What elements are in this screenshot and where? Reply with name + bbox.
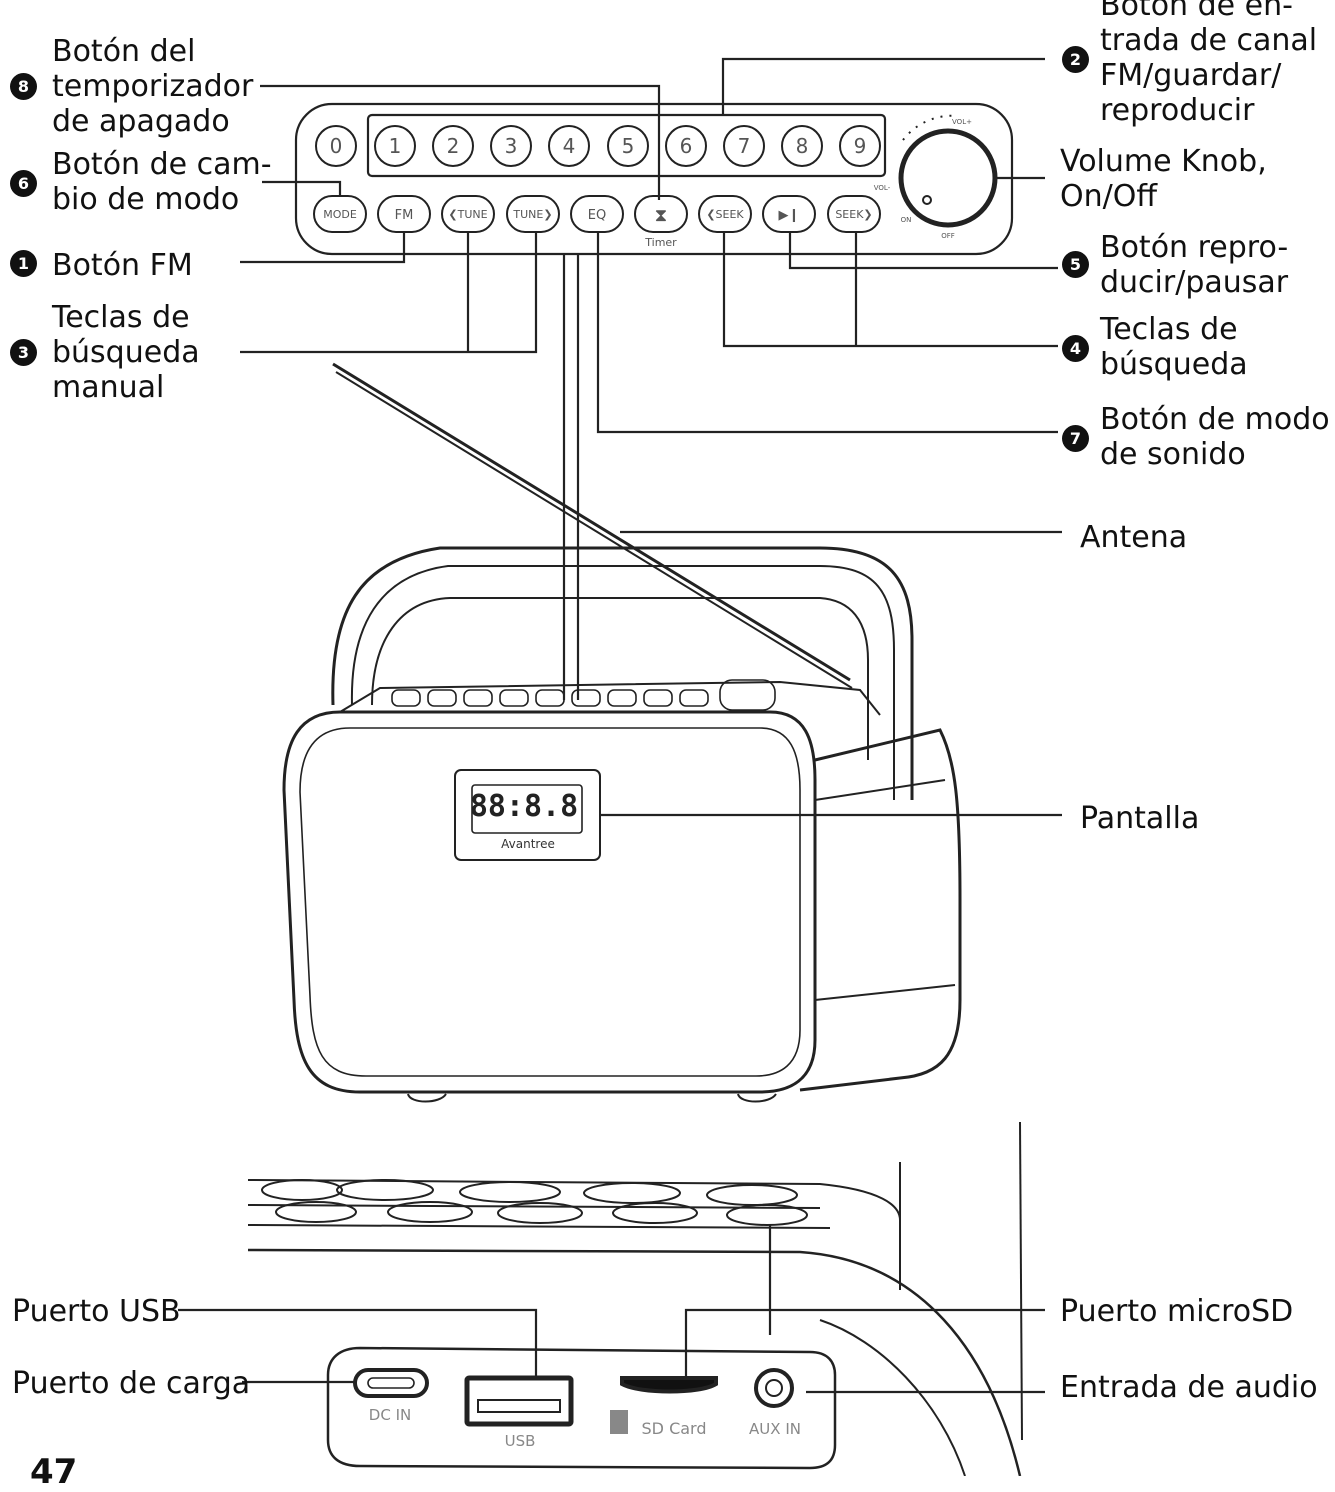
port-panel: [326, 1346, 837, 1470]
aux-port: [754, 1368, 794, 1408]
label-manual-search: Teclas de búsqueda manual: [52, 300, 200, 405]
btn-label-play: ▶❙: [779, 208, 800, 223]
on-label: ON: [901, 216, 912, 224]
label-fm-button: Botón FM: [52, 248, 193, 283]
btn-label-eq: EQ: [588, 208, 606, 223]
callout-badge-7: 7: [1062, 425, 1089, 452]
label-usb-port: Puerto USB: [12, 1294, 181, 1329]
label-audio-input: Entrada de audio: [1060, 1370, 1318, 1405]
digit-label: 2: [447, 134, 460, 158]
digit-label: 1: [389, 134, 402, 158]
callout-badge-5: 5: [1062, 251, 1089, 278]
label-channel-input: Botón de en- trada de canal FM/guardar/ …: [1100, 0, 1318, 128]
base-keys: [261, 1179, 808, 1226]
leader-digits: [721, 57, 1045, 115]
digit-label: 0: [330, 134, 343, 158]
leader-fm: [240, 232, 406, 264]
btn-label-tune-down: ❮TUNE: [448, 208, 487, 221]
btn-label-seek-up: SEEK❯: [835, 208, 872, 221]
usb-port: [464, 1375, 574, 1427]
btn-label-fm: FM: [395, 208, 414, 223]
label-timer-button: Botón del temporizador de apagado: [52, 34, 254, 139]
radio-side: [799, 728, 962, 1092]
label-volume-knob: Volume Knob, On/Off: [1060, 144, 1267, 214]
page-number: 47: [30, 1452, 78, 1492]
callout-badge-3: 3: [10, 339, 37, 366]
display-digits: 88:8.8: [470, 789, 578, 824]
callout-badge-6: 6: [10, 170, 37, 197]
callout-badge-1: 1: [10, 250, 37, 277]
sd-card-icon: [610, 1410, 628, 1434]
btn-label-seek-down: ❮SEEK: [706, 208, 744, 221]
callout-badge-4: 4: [1062, 335, 1089, 362]
usb-label: USB: [505, 1432, 536, 1450]
leader-usb: [178, 1308, 538, 1378]
btn-label-mode: MODE: [323, 208, 357, 221]
leader-seek: [722, 232, 1058, 348]
btn-label-timer-icon: ⧗: [655, 205, 668, 226]
vol-minus-label: VOL-: [874, 184, 891, 192]
off-label: OFF: [941, 232, 955, 240]
leader-tune: [240, 232, 538, 354]
leader-timer: [260, 84, 661, 200]
brand-label: Avantree: [501, 837, 555, 851]
base-top-line: [247, 1179, 901, 1221]
leader-play: [788, 232, 1058, 270]
digit-label: 8: [796, 134, 809, 158]
digit-label: 6: [680, 134, 693, 158]
radio-handle: [331, 546, 914, 800]
label-mode-button: Botón de cam- bio de modo: [52, 147, 272, 217]
label-play-pause: Botón repro- ducir/pausar: [1100, 230, 1289, 300]
dc-in-port: [353, 1368, 429, 1398]
sd-card-label: SD Card: [642, 1419, 707, 1438]
label-antenna: Antena: [1080, 520, 1188, 555]
callout-badge-2: 2: [1062, 46, 1089, 73]
vol-plus-label: VOL+: [952, 118, 972, 126]
leader-eq: [596, 232, 1058, 434]
radio-top: [339, 680, 881, 716]
btn-label-tune-up: TUNE❯: [512, 208, 552, 221]
digit-label: 3: [505, 134, 518, 158]
function-buttons: [313, 195, 881, 233]
digit-buttons: [315, 125, 881, 167]
digit-label: 9: [854, 134, 867, 158]
sd-slot: [620, 1376, 718, 1394]
leader-microsd: [684, 1308, 1045, 1378]
digit-label: 4: [563, 134, 576, 158]
label-display: Pantalla: [1080, 801, 1200, 836]
leader-mode: [262, 180, 342, 196]
digit-label: 5: [622, 134, 635, 158]
label-charging-port: Puerto de carga: [12, 1366, 251, 1401]
dc-in-label: DC IN: [369, 1406, 411, 1424]
aux-in-label: AUX IN: [749, 1420, 801, 1438]
volume-knob: [898, 128, 998, 228]
digit-group-frame: [366, 113, 887, 178]
antenna: [332, 362, 851, 682]
label-search-keys: Teclas de búsqueda: [1100, 312, 1248, 382]
label-microsd-port: Puerto microSD: [1060, 1294, 1294, 1329]
label-sound-mode: Botón de modo de sonido: [1100, 402, 1330, 472]
radio-front: [282, 710, 817, 1094]
base-bottom-line: [247, 1248, 1022, 1476]
top-buttons: [391, 679, 776, 711]
timer-label: Timer: [644, 236, 677, 249]
callout-badge-8: 8: [10, 73, 37, 100]
digit-label: 7: [738, 134, 751, 158]
